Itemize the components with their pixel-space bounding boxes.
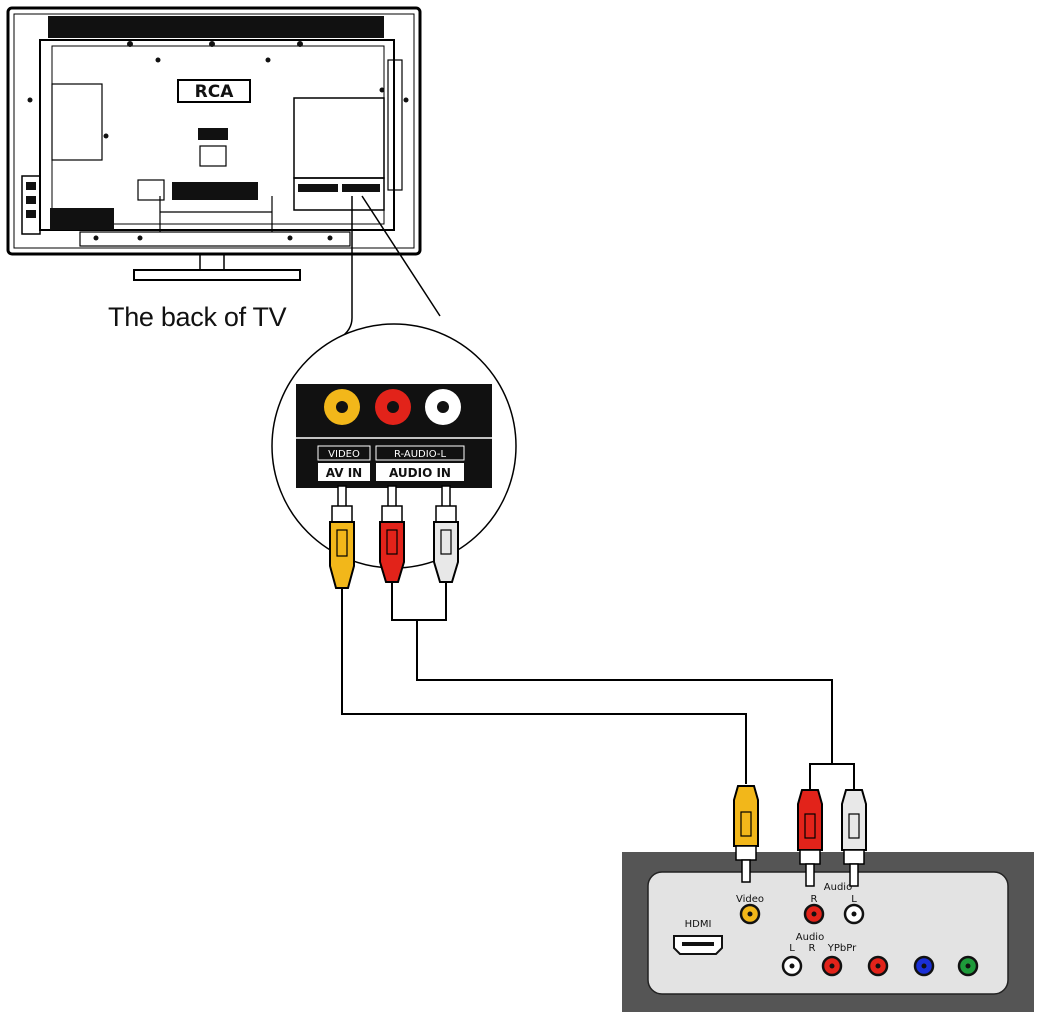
device-r-label-bottom: R <box>809 943 816 954</box>
audio-cable-r <box>391 580 447 621</box>
device-r-label-top: R <box>811 894 818 905</box>
tv-audio-in-label: AUDIO IN <box>389 466 451 480</box>
tv-audio-l-plug <box>433 485 459 583</box>
device-audio-out-r-jack <box>821 955 843 977</box>
device-video-jack <box>739 903 761 925</box>
device-av-panel: HDMI Video Audio R L Audio L R YPbPr <box>622 852 1034 1012</box>
device-hdmi-port <box>673 935 723 955</box>
video-cable <box>341 586 747 784</box>
callout-line-right <box>361 195 441 317</box>
tv-av-in-label: AV IN <box>326 466 362 480</box>
tv-audio-l-jack <box>425 389 461 425</box>
audio-cable <box>416 620 833 764</box>
device-component-y-jack <box>957 955 979 977</box>
tv-brand-logo: RCA <box>195 82 235 102</box>
device-audio-label-top: Audio <box>824 882 852 893</box>
device-audio-r-plug <box>797 789 823 887</box>
tv-audio-r-plug <box>379 485 405 583</box>
device-component-pb-jack <box>913 955 935 977</box>
device-audio-l-plug <box>841 789 867 887</box>
tv-video-plug <box>329 485 355 589</box>
tv-back-caption: The back of TV <box>108 302 287 332</box>
device-video-plug <box>733 785 759 883</box>
device-video-label: Video <box>736 894 764 905</box>
tv-audio-r-jack <box>375 389 411 425</box>
device-component-pr-jack <box>867 955 889 977</box>
device-ypbpr-label: YPbPr <box>827 943 857 954</box>
tv-video-jack <box>324 389 360 425</box>
tv-audio-rl-label: R-AUDIO-L <box>394 449 446 460</box>
device-audio-label-bottom: Audio <box>796 932 824 943</box>
device-audio-l-jack <box>843 903 865 925</box>
device-l-label-top: L <box>851 894 857 905</box>
device-audio-r-jack <box>803 903 825 925</box>
tv-video-label: VIDEO <box>328 449 360 460</box>
device-audio-out-l-jack <box>781 955 803 977</box>
device-l-label-bottom: L <box>789 943 795 954</box>
cables <box>341 580 855 790</box>
audio-cable-split <box>809 763 855 790</box>
tv-back: RCA <box>6 6 422 281</box>
device-hdmi-label: HDMI <box>685 919 712 930</box>
